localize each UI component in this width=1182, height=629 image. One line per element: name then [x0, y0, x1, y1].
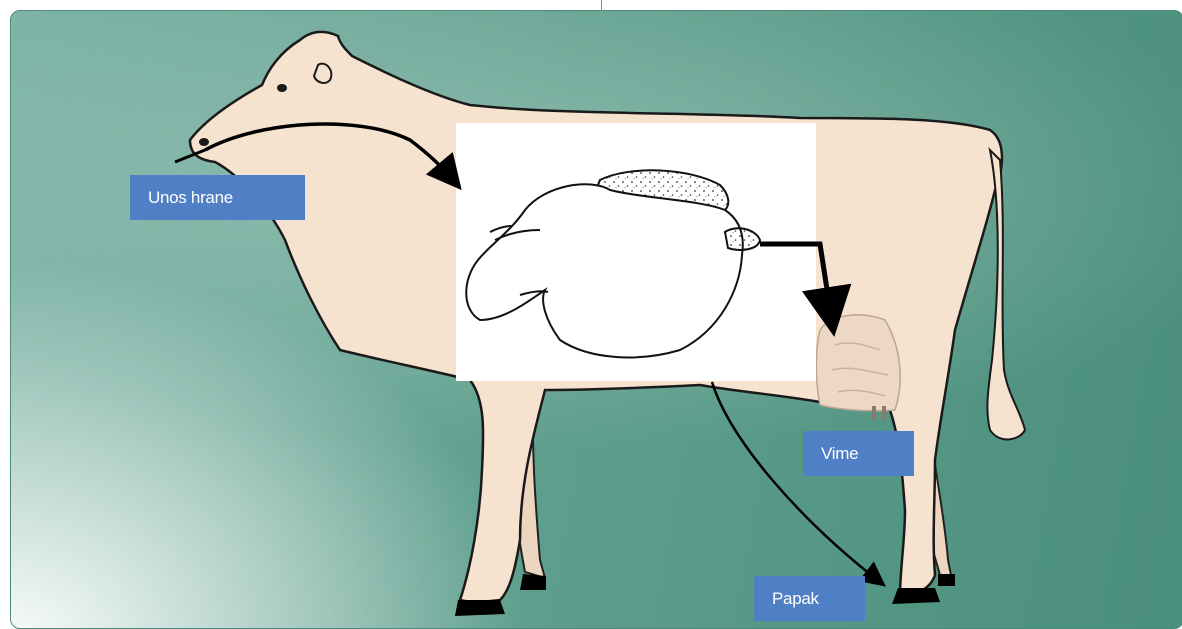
label-hoof: Papak — [754, 576, 865, 621]
cow-nostril — [199, 138, 209, 146]
cow-eye — [277, 84, 287, 92]
cow-udder — [816, 315, 900, 411]
hoof-hind — [892, 588, 940, 604]
cow-ear — [314, 64, 331, 83]
label-food-intake: Unos hrane — [130, 175, 305, 220]
arrow-to-hoof — [712, 382, 880, 582]
hoof-front — [455, 600, 505, 616]
label-udder: Vime — [803, 431, 914, 476]
hoof-hind-far — [938, 574, 955, 586]
hoof-front-far — [520, 574, 546, 590]
